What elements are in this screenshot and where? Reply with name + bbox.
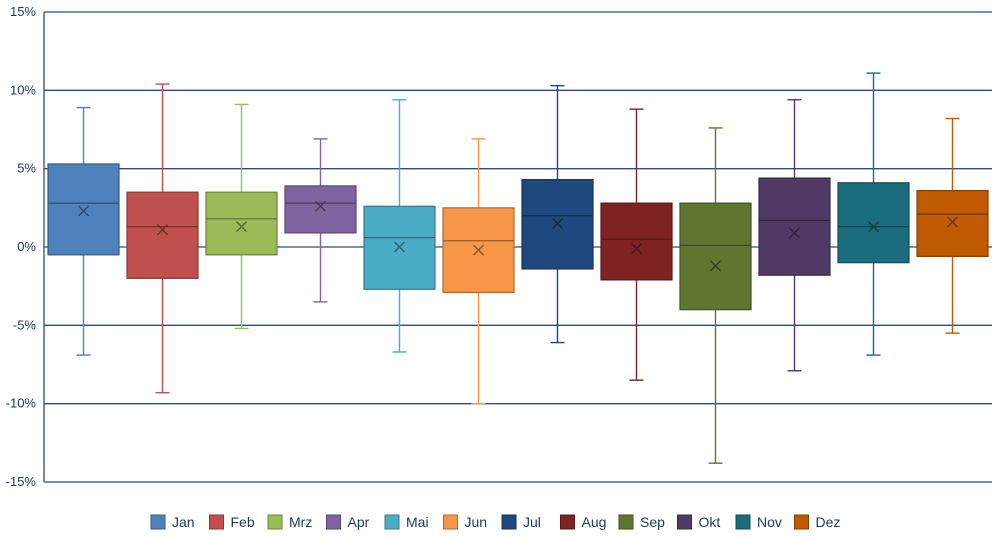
legend-label: Jul	[523, 514, 541, 530]
mean-marker	[789, 227, 800, 239]
iqr-box	[284, 185, 357, 234]
legend-label: Apr	[348, 514, 370, 530]
legend-label: Sep	[640, 514, 665, 530]
box-aug	[600, 108, 673, 381]
legend-swatch	[677, 514, 692, 530]
mean-marker	[157, 224, 168, 236]
legend-item-jul: Jul	[501, 514, 541, 530]
legend-swatch	[209, 514, 224, 530]
mean-marker	[710, 260, 721, 272]
mean-marker	[78, 205, 89, 217]
legend: Jan Feb Mrz Apr Mai Jun Jul Aug Sep Okt Nov Dez	[150, 514, 841, 530]
legend-swatch	[326, 514, 341, 530]
y-tick-label: -15%	[6, 474, 37, 489]
legend-item-mai: Mai	[384, 514, 429, 530]
legend-item-sep: Sep	[618, 514, 665, 530]
iqr-box	[916, 190, 989, 258]
legend-item-feb: Feb	[209, 514, 255, 530]
legend-item-nov: Nov	[735, 514, 782, 530]
legend-swatch	[150, 514, 166, 530]
y-axis: 15% 10% 5% 0% -5% -10% -15%	[6, 4, 45, 489]
y-tick-label: 0%	[17, 239, 36, 254]
legend-swatch	[560, 514, 575, 530]
iqr-box	[47, 163, 120, 256]
box-jul	[521, 84, 594, 344]
legend-swatch	[267, 514, 283, 530]
legend-item-aug: Aug	[560, 514, 607, 530]
legend-label: Dez	[816, 514, 841, 530]
box-okt	[758, 99, 831, 372]
iqr-box	[205, 191, 278, 256]
mean-marker	[868, 221, 879, 233]
legend-label: Mai	[406, 514, 429, 530]
grid-lines	[44, 11, 992, 483]
mean-marker	[315, 200, 326, 212]
legend-label: Mrz	[289, 514, 312, 530]
legend-item-mrz: Mrz	[267, 514, 312, 530]
box-mai	[363, 99, 436, 353]
y-tick-label: -10%	[6, 396, 37, 411]
mean-marker	[236, 221, 247, 233]
iqr-box	[126, 191, 199, 279]
box-series	[47, 72, 989, 464]
mean-marker	[473, 244, 484, 256]
y-tick-label: -5%	[13, 317, 37, 332]
legend-label: Aug	[582, 514, 607, 530]
box-nov	[837, 72, 910, 356]
legend-item-jan: Jan	[150, 514, 195, 530]
mean-marker	[631, 243, 642, 255]
legend-swatch	[735, 514, 751, 530]
mean-marker	[947, 216, 958, 228]
legend-label: Nov	[757, 514, 782, 530]
y-tick-label: 15%	[10, 4, 36, 19]
legend-swatch	[384, 514, 400, 530]
legend-item-okt: Okt	[677, 514, 721, 530]
legend-label: Jan	[172, 514, 195, 530]
mean-marker	[552, 218, 563, 229]
iqr-box	[600, 202, 673, 281]
legend-swatch	[794, 514, 809, 530]
legend-swatch	[501, 514, 517, 530]
mean-marker	[394, 241, 405, 253]
legend-item-dez: Dez	[794, 514, 841, 530]
box-jun	[442, 138, 515, 405]
box-feb	[126, 83, 199, 394]
box-dez	[916, 117, 989, 334]
legend-label: Okt	[699, 514, 721, 530]
legend-item-jun: Jun	[443, 514, 488, 530]
box-mrz	[205, 103, 278, 330]
y-tick-label: 10%	[10, 82, 36, 97]
box-jan	[47, 106, 120, 356]
iqr-box	[758, 177, 831, 276]
iqr-box	[837, 182, 910, 264]
legend-label: Jun	[465, 514, 488, 530]
legend-label: Feb	[231, 514, 255, 530]
legend-item-apr: Apr	[326, 514, 370, 530]
iqr-box	[679, 202, 752, 311]
legend-swatch	[443, 514, 458, 530]
box-apr	[284, 138, 357, 303]
box-sep	[679, 127, 752, 464]
legend-swatch	[618, 514, 634, 530]
y-tick-label: 5%	[17, 161, 36, 176]
